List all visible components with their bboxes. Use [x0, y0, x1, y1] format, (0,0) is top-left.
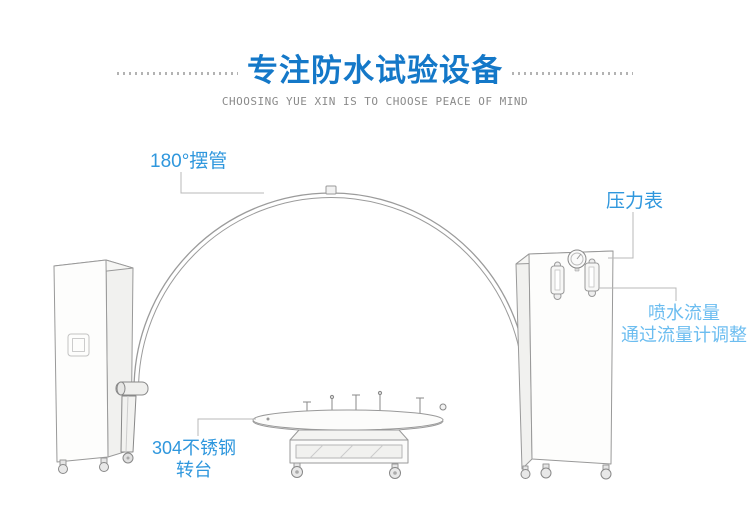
label-turntable: 304不锈钢 转台	[150, 437, 238, 481]
label-pressure-gauge: 压力表	[606, 191, 664, 212]
label-turntable-line1: 304不锈钢	[151, 438, 237, 458]
swing-pipe-arc	[133, 185, 529, 391]
label-spray-flow: 喷水流量 通过流量计调整	[618, 302, 750, 346]
swing-drive-arm	[115, 381, 149, 464]
callout-lines	[180, 172, 677, 436]
arc-apex-fitting	[325, 185, 337, 195]
flow-meter-left	[550, 261, 565, 300]
cabinet-panel	[67, 333, 90, 357]
callout-line-spray-flow	[599, 287, 677, 301]
right-dotted-divider	[512, 71, 633, 75]
label-spray-flow-line2: 通过流量计调整	[621, 325, 747, 345]
turntable-disc	[252, 409, 444, 431]
right-cabinet	[515, 249, 614, 480]
label-swing-pipe: 180°摆管	[150, 151, 228, 172]
callout-line-pressure-gauge	[608, 212, 634, 259]
page-title: 专注防水试验设备	[247, 53, 503, 88]
caster-wheel	[291, 462, 401, 479]
left-dotted-divider	[117, 71, 238, 75]
pressure-gauge	[567, 249, 587, 272]
callout-line-turntable	[197, 418, 256, 436]
header: 专注防水试验设备 CHOOSING YUE XIN IS TO CHOOSE P…	[0, 0, 750, 108]
caster-wheel	[58, 457, 109, 474]
page-subtitle: CHOOSING YUE XIN IS TO CHOOSE PEACE OF M…	[221, 95, 529, 108]
title-row: 专注防水试验设备	[0, 54, 750, 88]
turntable	[252, 390, 447, 479]
label-spray-flow-line1: 喷水流量	[648, 303, 720, 323]
caster-wheel	[520, 463, 612, 480]
label-turntable-line2: 转台	[176, 460, 212, 480]
callout-line-swing-pipe	[180, 172, 264, 194]
flow-meter-right	[584, 258, 600, 297]
left-cabinet	[53, 259, 149, 474]
turntable-base	[289, 429, 409, 464]
